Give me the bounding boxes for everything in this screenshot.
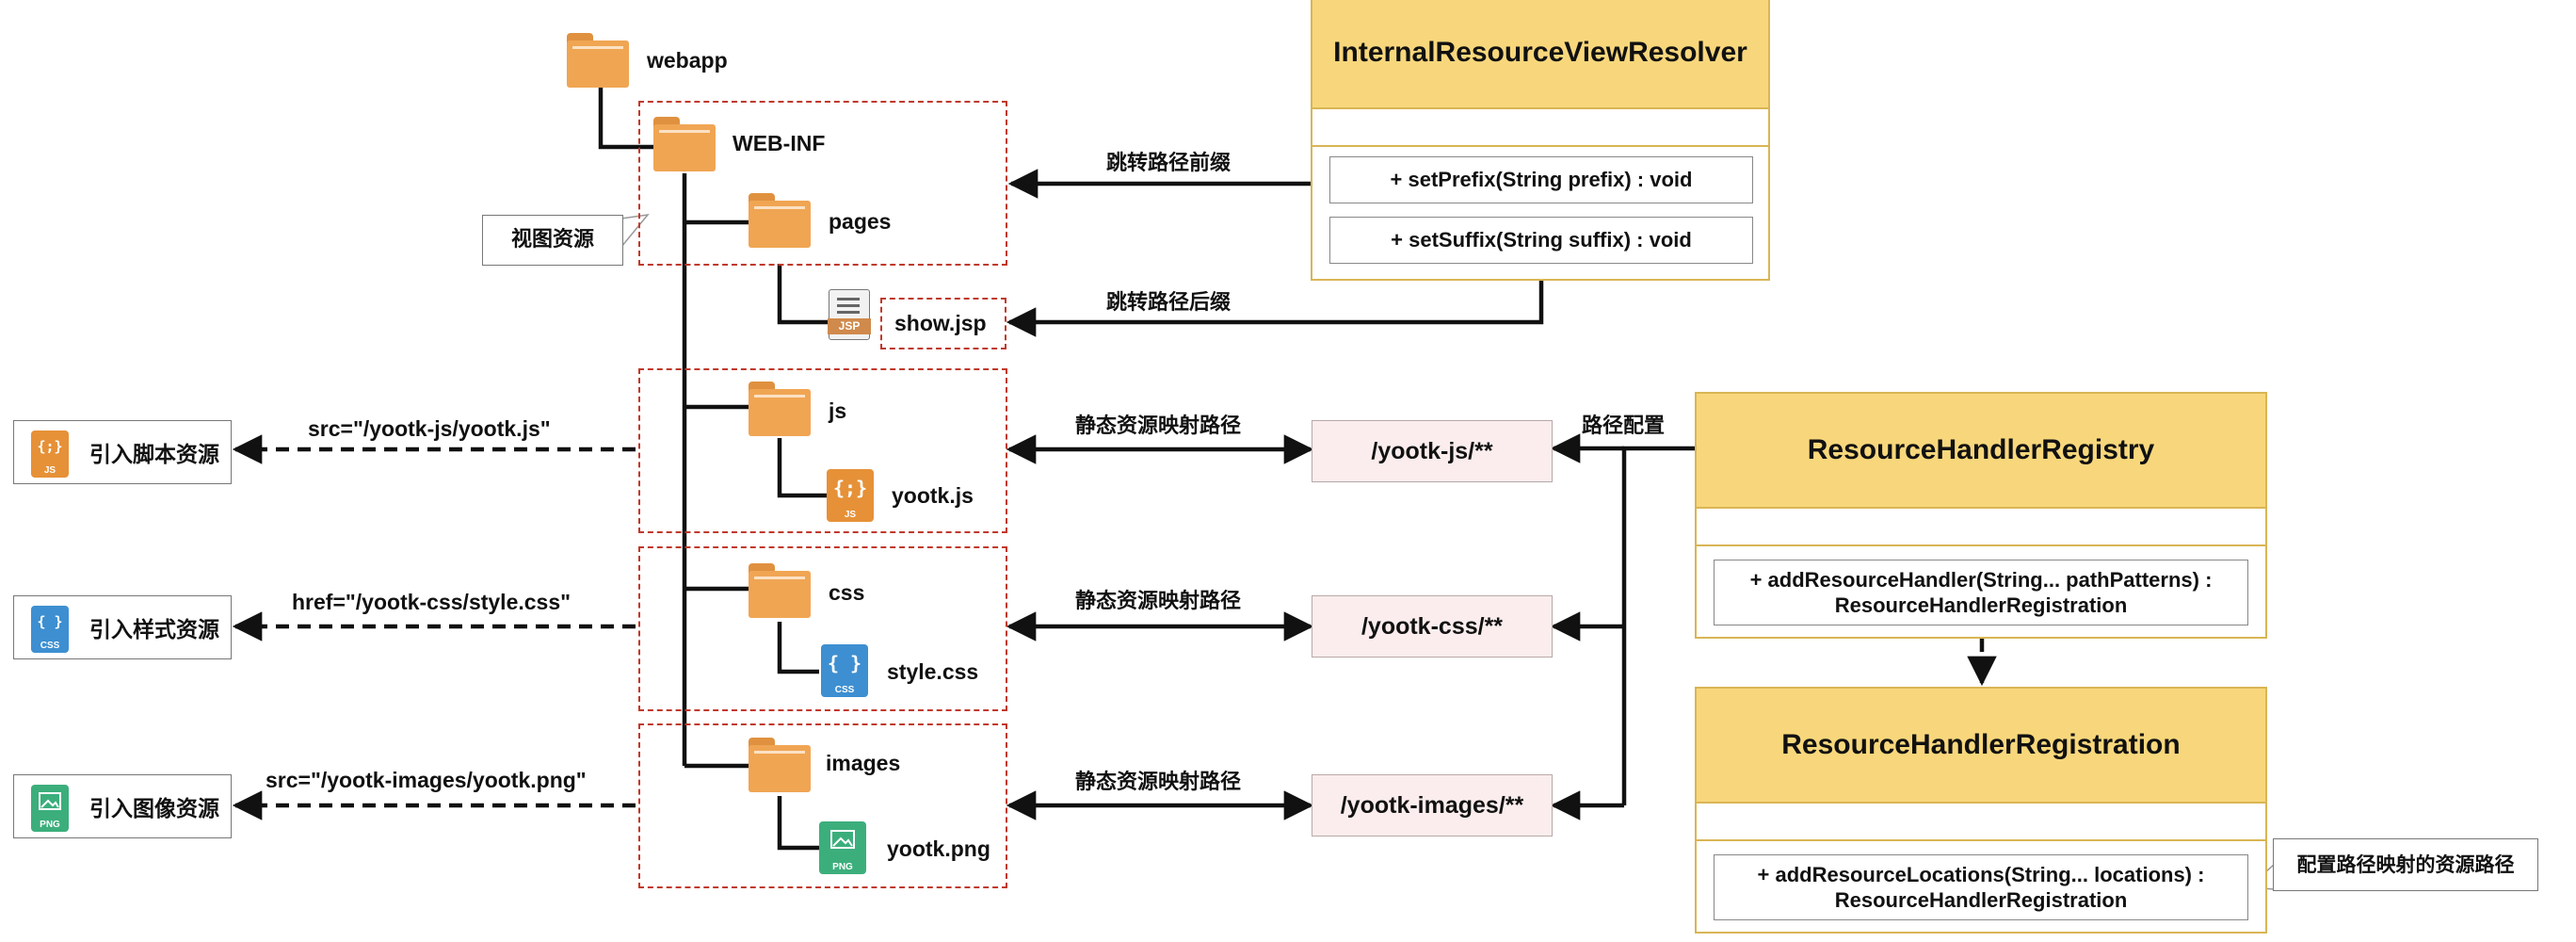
label-static-css: 静态资源映射路径 [1075,590,1242,613]
tree-webinf-label: WEB-INF [733,131,826,155]
folder-pages-icon [749,193,811,248]
class-resource-handler-registration: ResourceHandlerRegistration + addResourc… [1695,687,2267,934]
css-file-icon: { }CSS [821,644,868,697]
folder-webapp-icon [567,33,629,88]
tree-yootk-js-label: yootk.js [892,483,974,508]
jsp-file-icon: JSP [828,289,871,340]
label-image-src: src="/yootk-images/yootk.png" [266,768,587,792]
box-script-label: 引入脚本资源 [89,443,219,467]
class-viewresolver-name: InternalResourceViewResolver [1312,0,1768,107]
dashed-group-images [638,723,1007,888]
box-style-label: 引入样式资源 [89,618,219,642]
method-set-prefix: + setPrefix(String prefix) : void [1329,156,1753,203]
png-file-icon: PNG [819,821,866,874]
box-script-resource: {;}JS 引入脚本资源 [13,420,232,484]
css-resource-icon: { }CSS [31,606,69,653]
dashed-group-css [638,546,1007,711]
method-set-suffix: + setSuffix(String suffix) : void [1329,217,1753,264]
label-static-img: 静态资源映射路径 [1075,771,1242,794]
label-suffix: 跳转路径后缀 [1106,291,1232,315]
folder-css-icon [749,563,811,618]
tree-js-label: js [829,398,847,423]
method-add-resource-locations: + addResourceLocations(String... locatio… [1714,854,2248,920]
class-resource-handler-registry: ResourceHandlerRegistry + addResourceHan… [1695,392,2267,639]
box-image-label: 引入图像资源 [89,797,219,821]
pattern-css: /yootk-css/** [1312,595,1553,658]
tree-images-png [777,796,819,851]
callout-locations-text: 配置路径映射的资源路径 [2296,853,2515,876]
png-resource-icon: PNG [31,785,69,832]
pattern-images: /yootk-images/** [1312,774,1553,836]
folder-js-icon [749,382,811,436]
tree-webapp-label: webapp [647,48,728,73]
dashed-group-js [638,368,1007,533]
callout-view-pointer [620,213,650,248]
label-path-config: 路径配置 [1582,414,1666,438]
js-resource-icon: {;}JS [31,430,69,478]
pattern-js: /yootk-js/** [1312,420,1553,482]
arrow-suffix [1006,268,1544,337]
folder-images-icon [749,738,811,792]
box-style-resource: { }CSS 引入样式资源 [13,595,232,659]
label-script-src: src="/yootk-js/yootk.js" [308,416,551,441]
tree-js-yootkjs [777,438,829,498]
callout-view-text: 视图资源 [510,228,594,252]
tree-style-css-label: style.css [887,659,979,684]
tree-pages-label: pages [829,209,892,234]
tree-show-jsp-label: show.jsp [894,311,987,335]
label-static-js: 静态资源映射路径 [1075,414,1242,438]
label-prefix: 跳转路径前缀 [1106,152,1232,175]
class-internal-resource-view-resolver: InternalResourceViewResolver + setPrefix… [1311,0,1770,281]
bus-path-config [1621,446,1695,805]
class-registry-name: ResourceHandlerRegistry [1697,394,2265,507]
tree-css-label: css [829,580,865,605]
callout-resource-locations: 配置路径映射的资源路径 [2273,838,2538,891]
method-add-resource-handler: + addResourceHandler(String... pathPatte… [1714,560,2248,625]
class-registration-name: ResourceHandlerRegistration [1697,689,2265,802]
dashed-group-show-jsp [880,298,1006,349]
box-image-resource: PNG 引入图像资源 [13,774,232,838]
label-style-href: href="/yootk-css/style.css" [292,590,572,614]
tree-pages-show [777,264,829,325]
folder-webinf-icon [653,117,716,171]
tree-images-label: images [826,751,901,775]
callout-view-resource: 视图资源 [482,215,623,266]
tree-yootk-png-label: yootk.png [887,836,990,861]
js-file-icon: {;}JS [827,469,874,522]
dashed-group-webinf [638,101,1007,266]
tree-css-stylecss [777,622,819,674]
